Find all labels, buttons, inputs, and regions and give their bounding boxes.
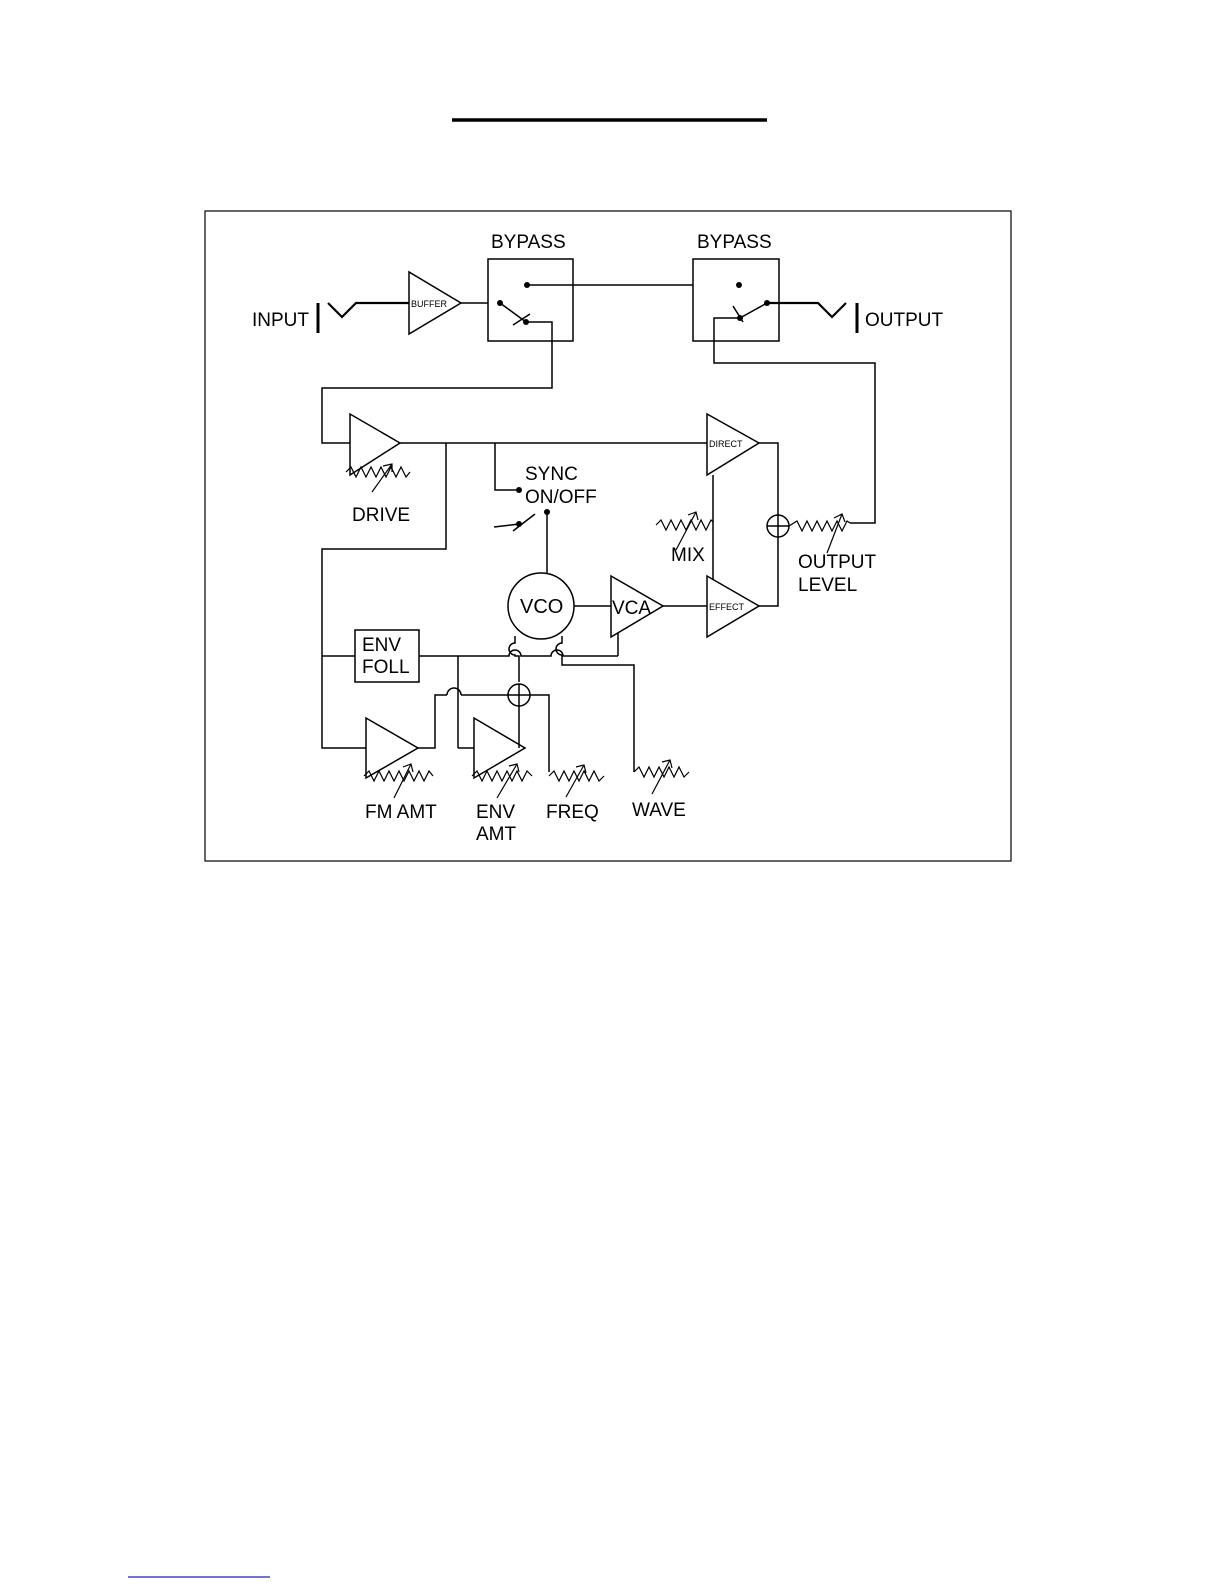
effect-label: EFFECT: [709, 602, 745, 612]
output-label: OUTPUT: [865, 310, 944, 331]
bypass-right-label: BYPASS: [697, 232, 772, 253]
fm-amt-amplifier: [366, 718, 418, 778]
vco-label: VCO: [520, 596, 563, 618]
output-level-label-line1: OUTPUT: [798, 552, 877, 573]
diagram-frame: [205, 211, 1011, 861]
freq-label: FREQ: [546, 802, 599, 823]
drive-label: DRIVE: [352, 505, 410, 526]
sync-switch: [494, 509, 550, 582]
input-jack: [318, 303, 409, 333]
output-jack: [767, 303, 857, 333]
sync-label-line2: ON/OFF: [525, 487, 597, 508]
vca-label: VCA: [612, 598, 651, 619]
env-foll-label-line1: ENV: [362, 635, 401, 656]
sync-label-line1: SYNC: [525, 464, 578, 485]
bypass-switch-right: [693, 259, 779, 341]
env-foll-label-line2: FOLL: [362, 657, 410, 678]
env-amt-label-line1: ENV: [476, 802, 515, 823]
buffer-label: BUFFER: [411, 299, 448, 309]
output-level-label-line2: LEVEL: [798, 575, 857, 596]
env-amt-amplifier: [474, 718, 525, 778]
freq-summing-junction: [508, 684, 530, 706]
bypass-switch-left: [488, 259, 573, 341]
env-amt-label-line2: AMT: [476, 824, 517, 845]
wave-label: WAVE: [632, 800, 686, 821]
direct-label: DIRECT: [709, 439, 743, 449]
mix-label: MIX: [671, 545, 705, 566]
input-label: INPUT: [252, 310, 309, 331]
bypass-left-label: BYPASS: [491, 232, 566, 253]
output-summing-junction: [767, 515, 789, 537]
fm-amt-label: FM AMT: [365, 802, 437, 823]
